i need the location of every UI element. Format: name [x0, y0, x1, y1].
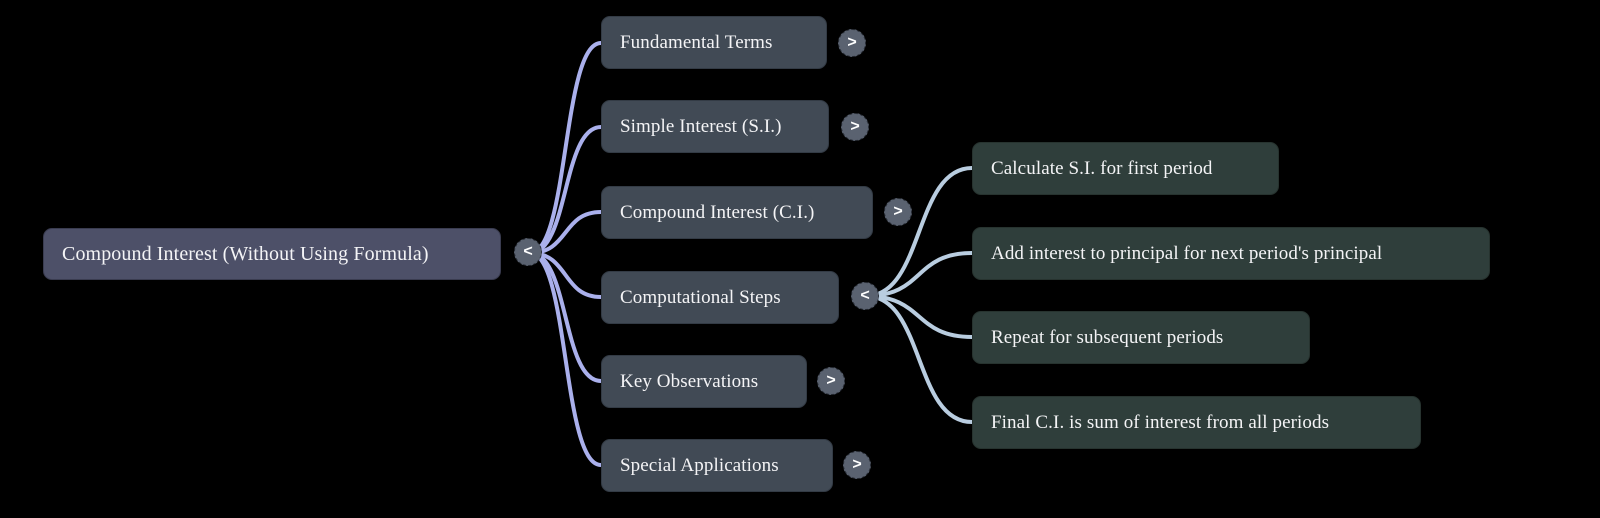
root-edge	[528, 41, 603, 255]
branch-node-label: Fundamental Terms	[620, 31, 773, 53]
leaf-node[interactable]: Add interest to principal for next perio…	[972, 227, 1490, 280]
branch-edge	[864, 166, 974, 298]
branch-node[interactable]: Compound Interest (C.I.)	[601, 186, 873, 239]
branch-edge	[864, 294, 974, 339]
root-edge	[528, 125, 603, 255]
branch-node-label: Simple Interest (S.I.)	[620, 115, 782, 137]
branch-collapse-badge[interactable]: <	[851, 282, 879, 310]
leaf-node-label: Repeat for subsequent periods	[991, 326, 1224, 348]
branch-expand-badge[interactable]: >	[817, 367, 845, 395]
branch-expand-badge[interactable]: >	[884, 198, 912, 226]
leaf-node[interactable]: Repeat for subsequent periods	[972, 311, 1310, 364]
branch-edge	[864, 251, 974, 298]
branch-node-label: Computational Steps	[620, 286, 781, 308]
leaf-node[interactable]: Calculate S.I. for first period	[972, 142, 1279, 195]
root-toggle-glyph: <	[523, 243, 533, 260]
root-node-label: Compound Interest (Without Using Formula…	[62, 242, 429, 265]
leaf-node[interactable]: Final C.I. is sum of interest from all p…	[972, 396, 1421, 449]
branch-expand-badge[interactable]: >	[841, 113, 869, 141]
branch-node[interactable]: Simple Interest (S.I.)	[601, 100, 829, 153]
branch-node[interactable]: Key Observations	[601, 355, 807, 408]
root-edge	[528, 251, 603, 299]
branch-node[interactable]: Special Applications	[601, 439, 833, 492]
branch-toggle-glyph: >	[893, 203, 903, 220]
branch-node[interactable]: Fundamental Terms	[601, 16, 827, 69]
root-toggle-badge[interactable]: <	[514, 238, 542, 266]
branch-toggle-glyph: >	[847, 34, 857, 51]
branch-toggle-glyph: <	[860, 287, 870, 304]
root-node[interactable]: Compound Interest (Without Using Formula…	[43, 228, 501, 280]
branch-toggle-glyph: >	[850, 118, 860, 135]
leaf-node-label: Calculate S.I. for first period	[991, 157, 1213, 179]
branch-node-label: Key Observations	[620, 370, 759, 392]
branch-node-label: Special Applications	[620, 454, 779, 476]
branch-node[interactable]: Computational Steps	[601, 271, 839, 324]
branch-toggle-glyph: >	[852, 456, 862, 473]
leaf-node-label: Final C.I. is sum of interest from all p…	[991, 411, 1330, 433]
root-edge	[528, 251, 603, 383]
branch-node-label: Compound Interest (C.I.)	[620, 201, 815, 223]
root-edge	[528, 251, 603, 467]
branch-toggle-glyph: >	[826, 372, 836, 389]
branch-expand-badge[interactable]: >	[843, 451, 871, 479]
leaf-node-label: Add interest to principal for next perio…	[991, 242, 1383, 264]
branch-edge	[864, 294, 974, 424]
branch-expand-badge[interactable]: >	[838, 29, 866, 57]
